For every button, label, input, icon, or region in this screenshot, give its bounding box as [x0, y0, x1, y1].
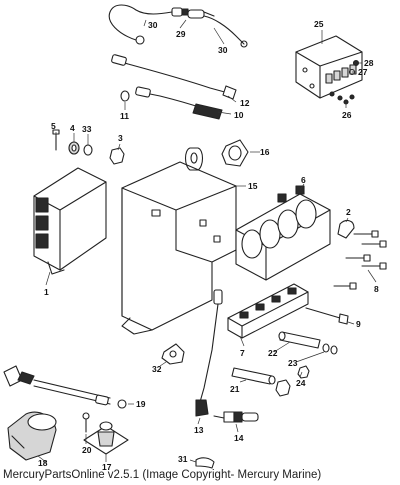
callout-33: 33 — [82, 124, 92, 134]
callout-numbers: 30 29 30 25 28 27 26 12 10 11 5 4 33 3 1… — [38, 19, 379, 472]
fitting-23[interactable] — [322, 343, 338, 355]
grommet-4[interactable] — [68, 141, 80, 155]
bracket-32[interactable] — [161, 343, 185, 365]
mount-17[interactable] — [83, 421, 129, 455]
callout-14: 14 — [234, 433, 244, 443]
callout-32: 32 — [152, 364, 162, 374]
mounting-bracket-15[interactable] — [121, 147, 237, 335]
callout-30b: 30 — [218, 45, 228, 55]
sensor-wire-13[interactable] — [195, 289, 223, 417]
callout-16: 16 — [260, 147, 270, 157]
ecu-module-1[interactable] — [33, 167, 107, 275]
callout-12: 12 — [240, 98, 250, 108]
tube-21[interactable] — [231, 367, 276, 385]
callout-19: 19 — [136, 399, 146, 409]
spark-plug-14[interactable] — [213, 411, 259, 423]
callout-5: 5 — [51, 121, 56, 131]
tube-22[interactable] — [278, 331, 321, 349]
callout-6: 6 — [301, 175, 306, 185]
callout-21: 21 — [230, 384, 240, 394]
callout-18: 18 — [38, 458, 48, 468]
ground-cable-19[interactable] — [3, 365, 127, 409]
boot-18[interactable] — [7, 411, 57, 461]
clip-2[interactable] — [337, 219, 355, 239]
callout-20: 20 — [82, 445, 92, 455]
control-module-25[interactable] — [295, 35, 363, 99]
bolt-9[interactable] — [305, 307, 349, 325]
callout-13: 13 — [194, 425, 204, 435]
sensor-cable-12[interactable] — [111, 54, 237, 120]
callout-9: 9 — [356, 319, 361, 329]
callout-17: 17 — [102, 462, 112, 472]
callout-11: 11 — [120, 111, 129, 121]
fuses-26[interactable] — [329, 91, 355, 105]
callout-15: 15 — [248, 181, 258, 191]
callout-24: 24 — [296, 378, 306, 388]
bracket-31[interactable] — [195, 457, 215, 469]
callout-7: 7 — [240, 348, 245, 358]
screw-28[interactable] — [352, 59, 360, 67]
callout-3: 3 — [118, 133, 123, 143]
gasket-16[interactable] — [221, 139, 249, 167]
nut-24[interactable] — [275, 365, 310, 397]
leader-lines — [37, 19, 377, 463]
callout-8: 8 — [374, 284, 379, 294]
callout-2: 2 — [346, 207, 351, 217]
bolts-8[interactable] — [333, 230, 387, 290]
callout-27: 27 — [358, 67, 368, 77]
callout-22: 22 — [268, 348, 278, 358]
callout-26: 26 — [342, 110, 352, 120]
copyright-caption: MercuryPartsOnline v2.5.1 (Image Copyrig… — [3, 469, 322, 481]
nut-3[interactable] — [109, 147, 125, 165]
ring-11[interactable] — [120, 90, 130, 102]
callout-4: 4 — [70, 123, 75, 133]
callout-23: 23 — [288, 358, 298, 368]
ignition-coils-6[interactable] — [235, 185, 331, 281]
harness-cable-30[interactable] — [108, 4, 248, 48]
callout-10: 10 — [234, 110, 244, 120]
coil-rail-7[interactable] — [227, 283, 309, 339]
screw-20[interactable] — [82, 412, 90, 433]
callout-1: 1 — [44, 287, 49, 297]
callout-28: 28 — [364, 58, 374, 68]
callout-29: 29 — [176, 29, 186, 39]
callout-30a: 30 — [148, 20, 158, 30]
callout-31: 31 — [178, 454, 188, 464]
callout-25: 25 — [314, 19, 324, 29]
spacer-33[interactable] — [83, 144, 93, 156]
